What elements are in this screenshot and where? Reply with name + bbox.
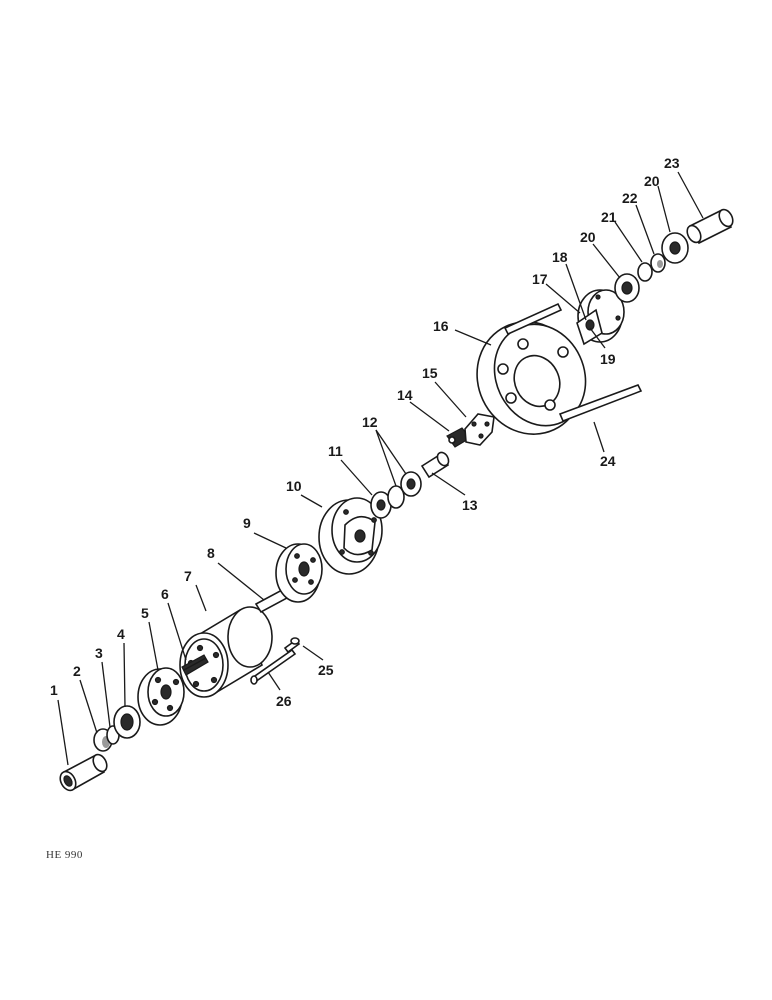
part-7-drum: [179, 606, 273, 698]
label-26: 26: [276, 693, 292, 709]
part-9-plate: [275, 543, 323, 603]
label-25: 25: [318, 662, 334, 678]
label-23: 23: [664, 155, 680, 171]
part-20-washer-lower: [614, 273, 640, 303]
label-20-upper: 20: [644, 173, 660, 189]
part-11-washer: [370, 491, 392, 519]
label-22: 22: [622, 190, 638, 206]
part-13-pin: [420, 451, 450, 479]
part-1-sleeve: [59, 753, 108, 792]
label-11: 11: [328, 443, 343, 459]
label-1: 1: [50, 682, 58, 698]
part-15-spider: [464, 413, 495, 446]
leader-lines: [57, 171, 704, 766]
label-3: 3: [95, 645, 103, 661]
part-20-washer-upper: [661, 232, 689, 264]
part-10-housing: [318, 497, 383, 575]
label-4: 4: [117, 626, 125, 642]
label-10: 10: [286, 478, 302, 494]
label-8: 8: [207, 545, 215, 561]
part-25-bolt: [283, 637, 301, 654]
part-26-long-bolt: [250, 648, 297, 685]
label-12: 12: [362, 414, 378, 430]
label-20-lower: 20: [580, 229, 596, 245]
label-16: 16: [433, 318, 449, 334]
label-6: 6: [161, 586, 169, 602]
label-19: 19: [600, 351, 616, 367]
label-13: 13: [462, 497, 478, 513]
part-12-bearings: [387, 471, 422, 509]
drawing-code: HE 990: [46, 849, 83, 861]
part-16-pulley: [476, 321, 587, 435]
part-23-sleeve: [686, 208, 734, 245]
label-14: 14: [397, 387, 413, 403]
label-24: 24: [600, 453, 616, 469]
label-7: 7: [184, 568, 192, 584]
label-2: 2: [73, 663, 81, 679]
label-15: 15: [422, 365, 438, 381]
part-labels: 1 2 3 4 5 6 7 8 9 10 11 12 13 14 15 16 1…: [50, 155, 680, 709]
part-17-18-19-bearing-flange: [576, 289, 625, 346]
label-18: 18: [552, 249, 568, 265]
part-21-spacer: [637, 262, 653, 282]
part-24-belts: [503, 302, 643, 423]
part-6-splined-shaft: [181, 654, 209, 676]
part-4-washer: [113, 705, 141, 739]
part-22-collar: [650, 253, 666, 273]
part-5-hub-flange: [137, 667, 185, 726]
label-5: 5: [141, 605, 149, 621]
label-9: 9: [243, 515, 251, 531]
label-21: 21: [601, 209, 617, 225]
label-17: 17: [532, 271, 548, 287]
